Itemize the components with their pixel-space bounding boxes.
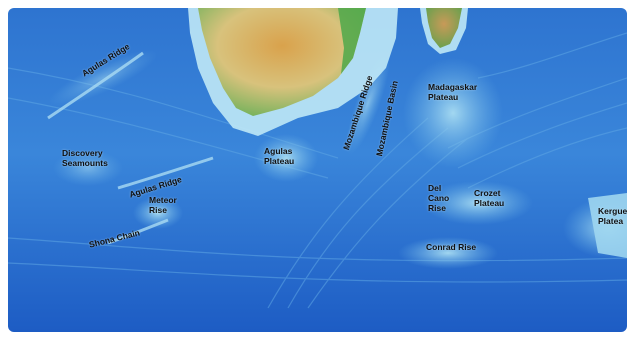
africa-coast-green (338, 8, 366, 74)
label-meteor-rise: Meteor Rise (149, 195, 177, 215)
ridge-lines (47, 51, 214, 245)
label-crozet-plateau: Crozet Plateau (474, 188, 505, 208)
label-agulhas-plateau: Agulas Plateau (264, 146, 295, 166)
map-graphic (8, 8, 627, 332)
kerguelen-shallow (588, 193, 627, 258)
madagascar-land (426, 8, 462, 48)
label-del-cano-rise: Del Cano Rise (428, 183, 450, 213)
bathymetric-map: Agulas Ridge Discovery Seamounts Agulas … (8, 8, 627, 332)
label-kerguelen-plateau: Kergue Platea (598, 206, 627, 226)
shallow-regions (48, 49, 627, 269)
label-conrad-rise: Conrad Rise (426, 242, 477, 252)
africa-land (198, 8, 366, 116)
label-madagascar-plateau: Madagaskar Plateau (428, 82, 478, 102)
label-discovery-seamounts: Discovery Seamounts (62, 148, 108, 168)
